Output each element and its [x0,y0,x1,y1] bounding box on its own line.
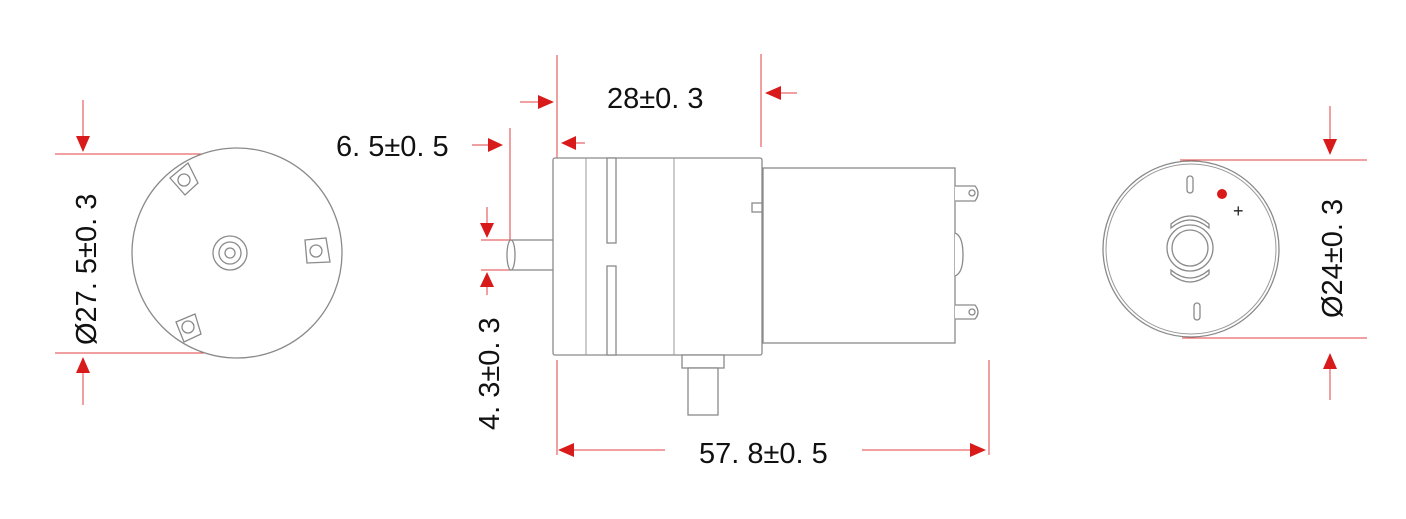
arrow-down-icon [76,136,90,152]
arrow-right-icon [970,443,986,457]
motor-can [762,167,956,344]
positive-terminal-dot [1217,189,1227,199]
arrow-up-icon [1323,353,1337,369]
total-length-label: 57. 8±0. 5 [699,438,828,470]
outlet-nozzle [681,354,725,369]
shaft-diameter-label: 4. 3±0. 3 [474,317,506,430]
mounting-hole [304,237,331,264]
side-view: 28±0. 3 6. 5±0. 5 4. 3±0. 3 57. 8±0. 5 [336,54,990,470]
arrow-left-icon [561,136,576,150]
arrow-left-icon [558,443,574,457]
mounting-hole [169,161,199,196]
pump-length-label: 28±0. 3 [607,83,704,115]
pump-head [552,157,763,356]
arrow-left-icon [765,86,781,100]
arrow-right-icon [538,95,554,109]
rear-diameter-label: Ø24±0. 3 [1317,199,1349,318]
front-diameter-label: Ø27. 5±0. 3 [71,194,103,345]
mounting-hole [175,313,202,343]
polarity-label: + [1233,201,1244,221]
rear-view: Ø24±0. 3 + [1102,106,1367,400]
arrow-down-icon [1323,139,1337,155]
arrow-up-icon [76,357,90,373]
arrow-up-icon [480,272,494,287]
front-view: Ø27. 5±0. 3 [55,100,343,405]
shaft-offset-label: 6. 5±0. 5 [336,131,449,163]
arrow-right-icon [488,138,503,152]
arrow-down-icon [480,223,494,238]
